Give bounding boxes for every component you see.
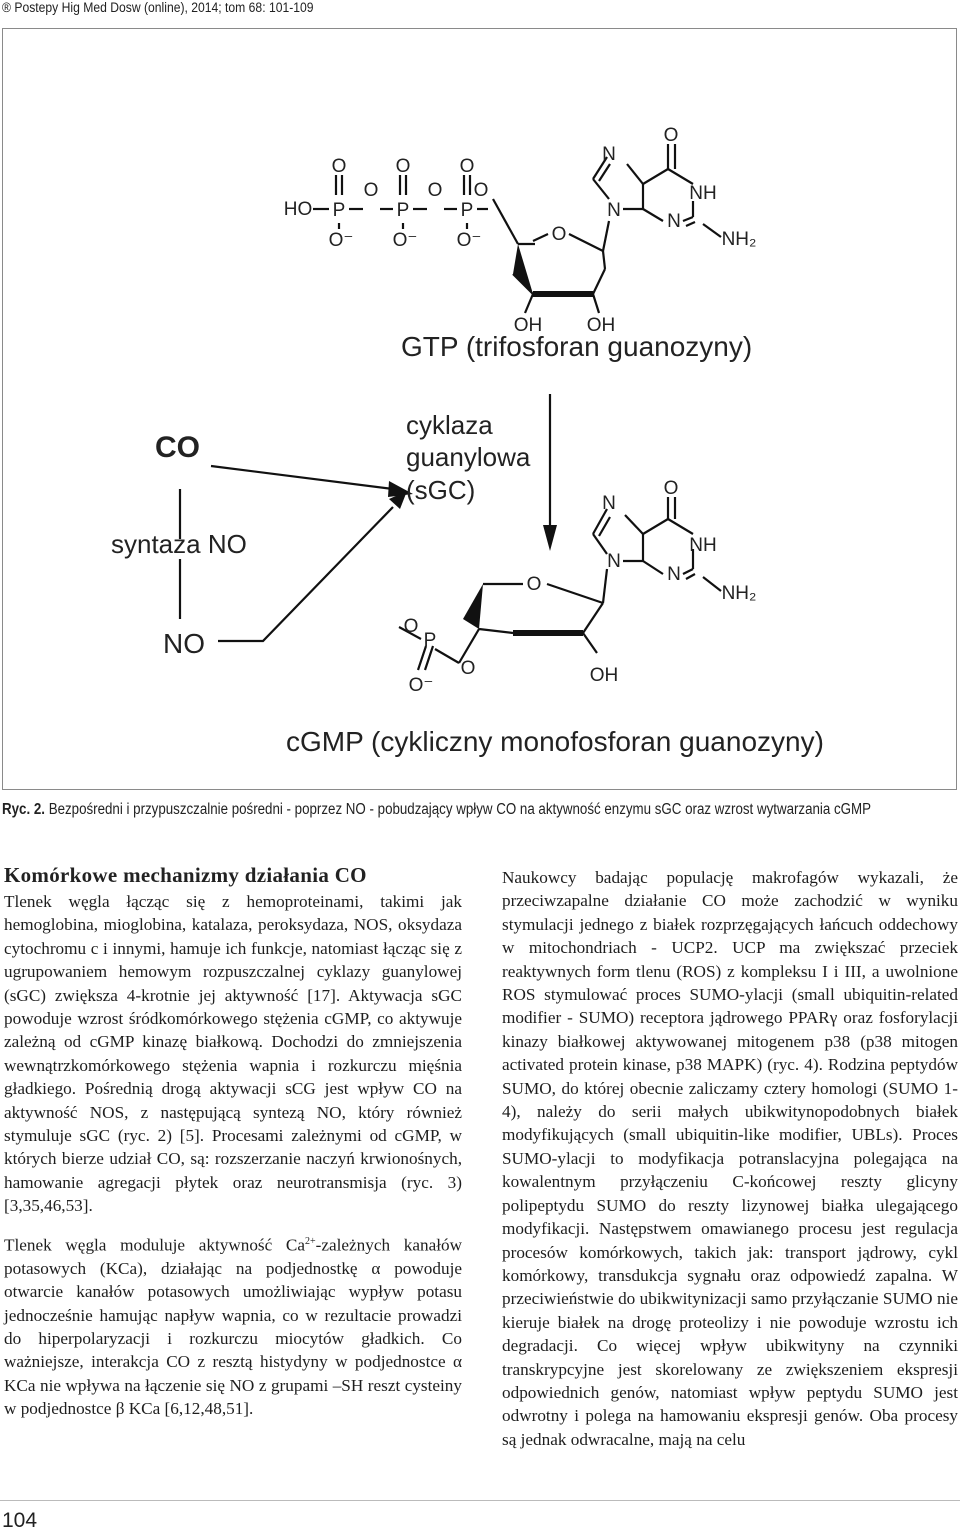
footer-divider (0, 1500, 960, 1501)
atom-ominus-c: O⁻ (409, 675, 434, 696)
atom-nh2: NH₂ (722, 229, 757, 250)
journal-header: ® Postepy Hig Med Dosw (online), 2014; t… (2, 0, 314, 15)
figure-2: HO P P P O O O O O O O⁻ O⁻ O⁻ O OH OH N … (2, 28, 957, 790)
right-paragraph-1: Naukowcy badając populację makrofagów wy… (502, 868, 958, 1449)
enzyme-label-line3: (sGC) (406, 475, 475, 505)
atom-o-cp: O (404, 616, 419, 637)
atom-ominus2: O⁻ (393, 230, 418, 251)
atom-nh-c: NH (689, 535, 716, 556)
atom-nh2-c: NH₂ (722, 583, 757, 604)
atom-p-c: P (424, 630, 437, 651)
atom-n-c1: N (602, 493, 616, 514)
enzyme-label-line2: guanylowa (406, 442, 531, 472)
atom-p1: P (333, 200, 346, 221)
left-paragraph-1: Tlenek węgla łącząc się z hemoproteinami… (4, 892, 462, 1216)
atom-o-ribose: O (552, 224, 567, 245)
atom-o-carbonyl-c: O (664, 478, 679, 499)
atom-o-carbonyl: O (664, 125, 679, 146)
enzyme-label-line1: cyklaza (406, 410, 493, 440)
calcium-charge: 2+ (305, 1235, 316, 1247)
atom-n-1: N (602, 144, 616, 165)
atom-o-bridge2: O (428, 180, 443, 201)
registered-mark: ® (2, 0, 11, 15)
atom-p3: P (461, 200, 474, 221)
atom-o-cring2: O (461, 658, 476, 679)
left-paragraph-2: Tlenek węgla moduluje aktywność Ca2+-zal… (4, 1230, 462, 1421)
atom-oh-1: OH (514, 315, 543, 336)
atom-ho: HO (284, 199, 313, 220)
caption-text: Bezpośredni i przypuszczalnie pośredni -… (48, 801, 872, 818)
figure-caption: Ryc. 2. Bezpośredni i przypuszczalnie po… (2, 801, 871, 819)
atom-oh-2: OH (587, 315, 616, 336)
atom-ominus1: O⁻ (329, 230, 354, 251)
atom-n-c2: N (607, 551, 621, 572)
p2-text-a: Tlenek węgla moduluje aktywność Ca (4, 1235, 306, 1255)
journal-citation: Postepy Hig Med Dosw (online), 2014; tom… (14, 0, 314, 15)
atom-n-3: N (667, 211, 681, 232)
atom-o-top3: O (460, 156, 475, 177)
right-column: Naukowcy badając populację makrofagów wy… (502, 866, 958, 1451)
page-number: 104 (2, 1509, 38, 1532)
atom-o-cring: O (527, 574, 542, 595)
no-synthase-label: syntaza NO (111, 529, 247, 559)
atom-o-top2: O (396, 156, 411, 177)
atom-o-bridge1: O (364, 180, 379, 201)
atom-n-2: N (607, 200, 621, 221)
co-label: CO (155, 431, 200, 464)
gtp-label: GTP (trifosforan guanozyny) (401, 331, 752, 362)
section-title: Komórkowe mechanizmy działania CO (4, 863, 367, 887)
atom-p2: P (397, 200, 410, 221)
cgmp-label: cGMP (cykliczny monofosforan guanozyny) (286, 726, 824, 757)
p2-text-b: -zależnych kanałów potasowych (KCa), dzi… (4, 1235, 462, 1419)
atom-o-bridge3: O (474, 180, 489, 201)
atom-o-top1: O (332, 156, 347, 177)
atom-ominus3: O⁻ (457, 230, 482, 251)
atom-oh-c: OH (590, 665, 619, 686)
left-column: Tlenek węgla łącząc się z hemoproteinami… (4, 890, 462, 1421)
gtp-cgmp-pathway-diagram: HO P P P O O O O O O O⁻ O⁻ O⁻ O OH OH N … (111, 125, 824, 757)
no-label: NO (163, 628, 205, 659)
atom-nh: NH (689, 183, 716, 204)
atom-n-c3: N (667, 564, 681, 585)
caption-label: Ryc. 2. (2, 801, 45, 818)
